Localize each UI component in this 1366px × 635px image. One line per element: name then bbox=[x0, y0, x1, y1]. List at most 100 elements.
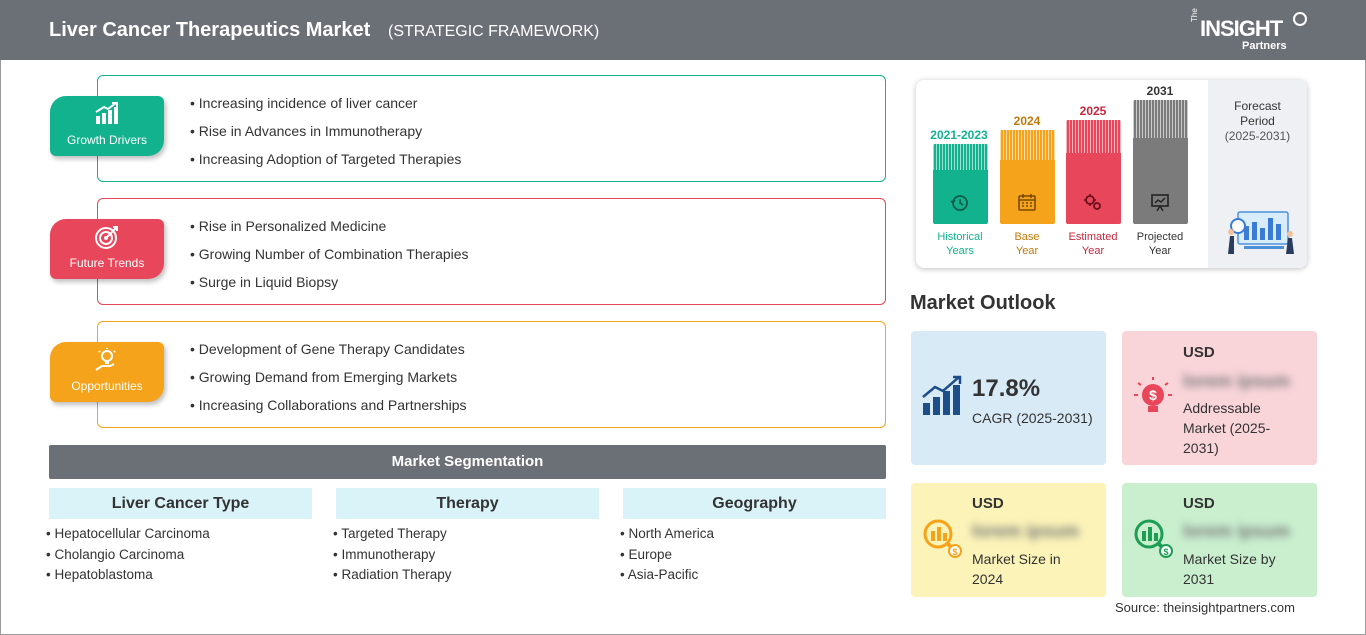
period-caption-base: Base Year bbox=[992, 230, 1062, 258]
opportunity-item: Increasing Collaborations and Partnershi… bbox=[190, 397, 467, 425]
segment-item: North America bbox=[620, 526, 714, 547]
logo-ring-icon bbox=[1293, 12, 1307, 26]
market-size-2031-card: $ USD lorem ipsum Market Size by 2031 bbox=[1122, 483, 1317, 597]
caption-line: Year bbox=[1081, 245, 1105, 257]
target-icon bbox=[95, 226, 118, 249]
segment-list-therapy: Targeted Therapy Immunotherapy Radiation… bbox=[333, 526, 452, 588]
chart-magnifier-icon: $ bbox=[1134, 519, 1173, 558]
growth-drivers-box: Increasing incidence of liver cancer Ris… bbox=[97, 75, 886, 182]
logo-partners: Partners bbox=[1242, 40, 1287, 52]
segment-item: Europe bbox=[620, 547, 714, 568]
opportunity-item: Development of Gene Therapy Candidates bbox=[190, 341, 467, 369]
caption-line: Historical bbox=[937, 231, 983, 243]
opportunities-badge: Opportunities bbox=[50, 342, 164, 402]
calendar-icon bbox=[1018, 194, 1036, 211]
desc-line: Market Size in bbox=[972, 551, 1061, 567]
addressable-value: lorem ipsum bbox=[1183, 371, 1291, 391]
desc-line: 2031) bbox=[1183, 440, 1219, 456]
size-2024-currency: USD bbox=[972, 495, 1004, 512]
lightbulb-dollar-icon: $ bbox=[1134, 377, 1172, 412]
page-title: Liver Cancer Therapeutics Market bbox=[49, 19, 371, 41]
svg-text:$: $ bbox=[1163, 547, 1168, 557]
growth-driver-item: Increasing incidence of liver cancer bbox=[190, 95, 461, 123]
opportunities-label: Opportunities bbox=[71, 379, 143, 393]
period-caption-historical: Historical Years bbox=[925, 230, 995, 258]
segment-heading-type: Liver Cancer Type bbox=[49, 488, 312, 519]
future-trend-item: Growing Number of Combination Therapies bbox=[190, 246, 469, 274]
future-trends-box: Rise in Personalized Medicine Growing Nu… bbox=[97, 198, 886, 305]
history-icon bbox=[950, 195, 968, 211]
source-credit: Source: theinsightpartners.com bbox=[1115, 600, 1295, 615]
period-year-estimated: 2025 bbox=[1079, 104, 1107, 118]
period-caption-estimated: Estimated Year bbox=[1058, 230, 1128, 258]
growth-drivers-badge: Growth Drivers bbox=[50, 96, 164, 156]
period-bar-historical bbox=[933, 144, 988, 224]
page-subtitle: (STRATEGIC FRAMEWORK) bbox=[388, 23, 600, 40]
desc-line: Addressable bbox=[1183, 400, 1261, 416]
logo-the: The bbox=[1190, 8, 1199, 22]
growth-drivers-label: Growth Drivers bbox=[66, 133, 147, 147]
segment-list-type: Hepatocellular Carcinoma Cholangio Carci… bbox=[46, 526, 210, 588]
segment-item: Asia-Pacific bbox=[620, 567, 714, 588]
market-size-2024-card: $ USD lorem ipsum Market Size in 2024 bbox=[911, 483, 1106, 597]
period-bar-estimated bbox=[1066, 120, 1121, 224]
lightbulb-hand-icon bbox=[95, 348, 116, 371]
period-year-base: 2024 bbox=[1013, 114, 1041, 128]
future-trends-badge: Future Trends bbox=[50, 219, 164, 279]
segment-heading-therapy: Therapy bbox=[336, 488, 599, 519]
future-trends-label: Future Trends bbox=[69, 256, 145, 270]
segment-item: Hepatocellular Carcinoma bbox=[46, 526, 209, 547]
addressable-desc: Addressable Market (2025- 2031) bbox=[1183, 398, 1270, 458]
forecast-line-2: Period bbox=[1240, 114, 1275, 128]
size-2031-currency: USD bbox=[1183, 495, 1215, 512]
desc-line: Market Size by bbox=[1183, 551, 1276, 567]
size-2031-value: lorem ipsum bbox=[1183, 521, 1291, 541]
segment-item: Targeted Therapy bbox=[333, 526, 452, 547]
gears-icon bbox=[1084, 194, 1101, 210]
forecast-line-3: (2025-2031) bbox=[1224, 129, 1291, 143]
future-trend-item: Rise in Personalized Medicine bbox=[190, 218, 469, 246]
future-trend-item: Surge in Liquid Biopsy bbox=[190, 274, 469, 302]
size-2024-value: lorem ipsum bbox=[972, 521, 1080, 541]
forecast-line-1: Forecast bbox=[1234, 99, 1281, 113]
size-2024-desc: Market Size in 2024 bbox=[972, 549, 1061, 589]
period-bar-base bbox=[1000, 130, 1055, 224]
market-segmentation-bar: Market Segmentation bbox=[49, 445, 886, 479]
segment-item: Cholangio Carcinoma bbox=[46, 547, 210, 568]
segment-list-geography: North America Europe Asia-Pacific bbox=[620, 526, 714, 588]
caption-line: Estimated bbox=[1068, 231, 1118, 243]
logo-insight: INSIGHT bbox=[1200, 16, 1283, 41]
addressable-market-card: $ USD lorem ipsum Addressable Market (20… bbox=[1122, 331, 1317, 465]
addressable-currency: USD bbox=[1183, 344, 1215, 361]
period-bar-projected bbox=[1133, 100, 1188, 224]
period-year-historical: 2021-2023 bbox=[930, 128, 988, 142]
header-bar: Liver Cancer Therapeutics Market (STRATE… bbox=[0, 0, 1366, 60]
segment-item: Hepatoblastoma bbox=[46, 567, 210, 588]
cagr-label: CAGR (2025-2031) bbox=[972, 410, 1093, 426]
desc-line: 2031 bbox=[1183, 571, 1215, 587]
insight-partners-logo: The INSIGHT Partners bbox=[1190, 8, 1310, 54]
period-year-projected: 2031 bbox=[1146, 84, 1174, 98]
opportunity-item: Growing Demand from Emerging Markets bbox=[190, 369, 467, 397]
caption-line: Years bbox=[946, 245, 974, 257]
opportunities-box: Development of Gene Therapy Candidates G… bbox=[97, 321, 886, 428]
cagr-value: 17.8% bbox=[972, 375, 1041, 402]
segment-heading-geography: Geography bbox=[623, 488, 886, 519]
cagr-card: 17.8% CAGR (2025-2031) bbox=[911, 331, 1106, 465]
bar-growth-icon bbox=[922, 375, 962, 415]
desc-line: Market (2025- bbox=[1183, 420, 1271, 436]
caption-line: Year bbox=[1148, 245, 1172, 257]
size-2031-desc: Market Size by 2031 bbox=[1183, 549, 1276, 589]
analytics-illustration-icon bbox=[1228, 211, 1294, 254]
segment-item: Immunotherapy bbox=[333, 547, 452, 568]
forecast-period-panel: Forecast Period (2025-2031) bbox=[1208, 80, 1307, 268]
segment-item: Radiation Therapy bbox=[333, 567, 451, 588]
growth-chart-icon bbox=[95, 102, 118, 124]
growth-driver-item: Increasing Adoption of Targeted Therapie… bbox=[190, 151, 462, 179]
caption-line: Base bbox=[1014, 231, 1040, 243]
caption-line: Projected bbox=[1136, 231, 1184, 243]
svg-text:$: $ bbox=[952, 547, 957, 557]
period-caption-projected: Projected Year bbox=[1125, 230, 1195, 258]
market-outlook-title: Market Outlook bbox=[910, 292, 1056, 314]
growth-driver-item: Rise in Advances in Immunotherapy bbox=[190, 123, 461, 151]
